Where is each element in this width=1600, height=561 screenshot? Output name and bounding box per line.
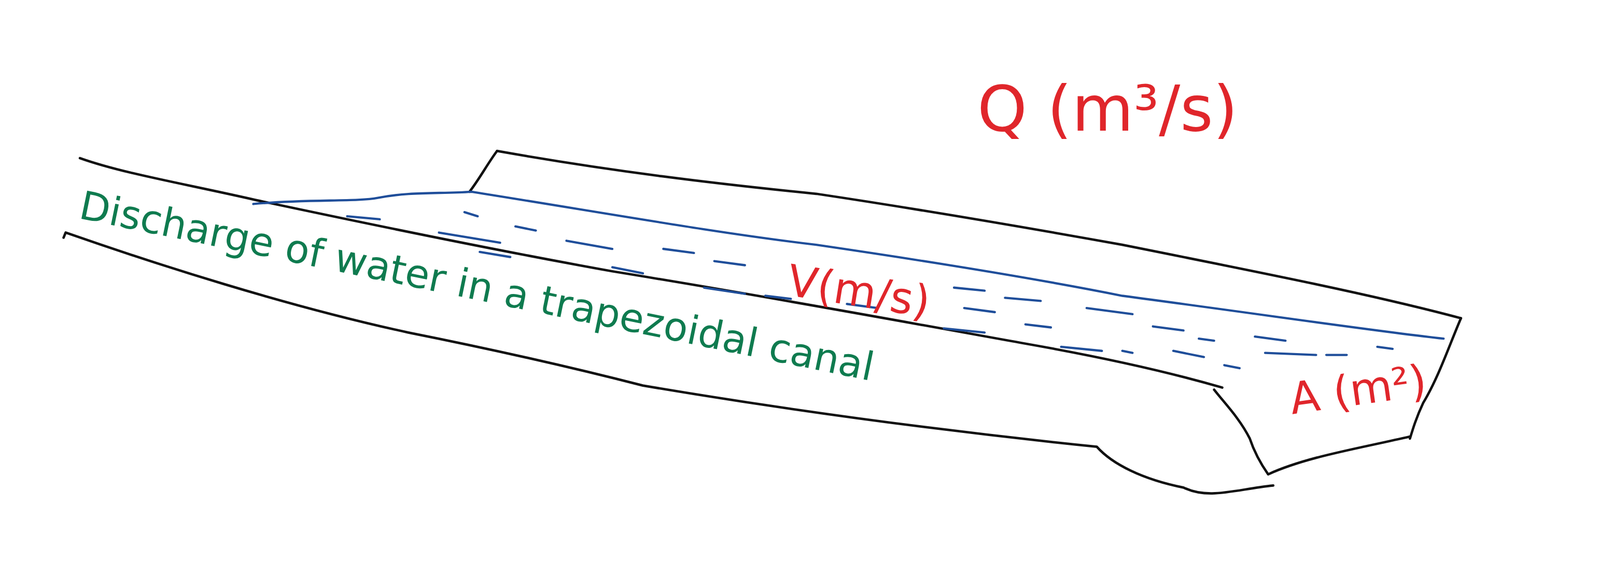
near-wall-top [79,158,1223,388]
far-wall-end [469,150,498,192]
area-label: A (m²) [1286,358,1429,421]
discharge-unit-label: Q (m³/s) [977,77,1238,141]
far-wall-top [497,150,1462,319]
near-wall-bottom [63,232,1274,494]
velocity-label: V(m/s) [784,258,934,325]
